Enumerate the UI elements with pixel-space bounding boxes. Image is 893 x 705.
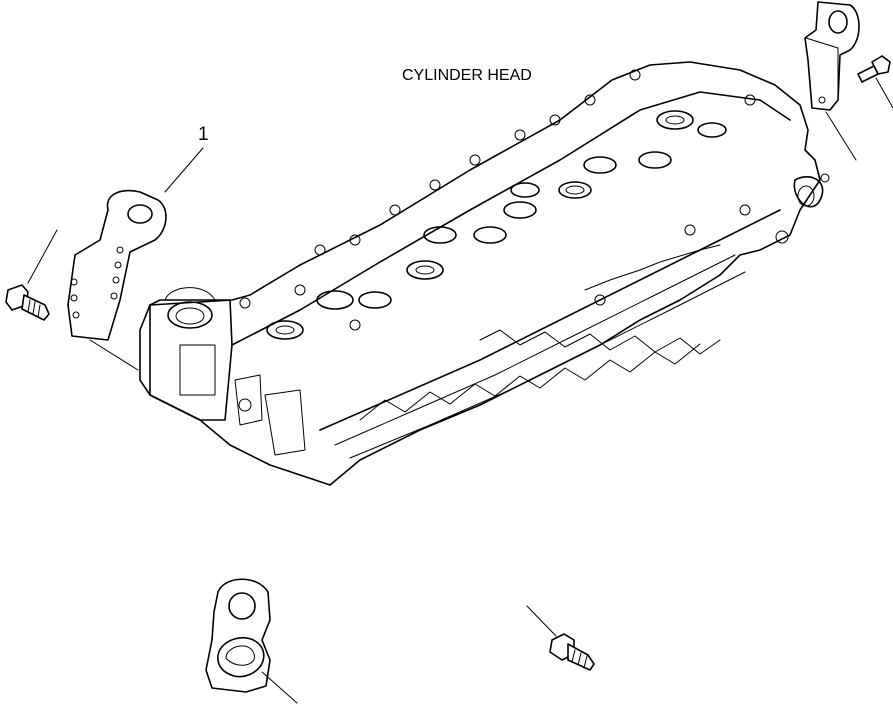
callout-1: 1 — [198, 124, 209, 145]
bolt-icon — [5, 284, 50, 321]
bracket-icon — [67, 189, 167, 341]
lifting-bracket-lower — [205, 578, 271, 693]
leader-line — [27, 229, 58, 284]
leader-line — [89, 339, 139, 371]
diagram-title: CYLINDER HEAD — [402, 67, 532, 84]
lifting-bracket-rear — [804, 1, 860, 111]
valve-pocket-row — [266, 110, 727, 340]
leader-line — [164, 147, 204, 193]
lifting-bracket-front — [67, 189, 167, 341]
cylinder-head-icon — [139, 61, 830, 486]
leader-line — [875, 77, 893, 109]
leader-line — [526, 605, 557, 637]
bracket-icon — [205, 578, 271, 693]
bolt-icon — [857, 55, 891, 83]
leader-line — [825, 111, 857, 161]
leader-line — [261, 671, 298, 704]
head-bolt-row — [239, 69, 756, 331]
bracket-icon — [804, 1, 860, 111]
bolt-icon — [549, 633, 595, 671]
